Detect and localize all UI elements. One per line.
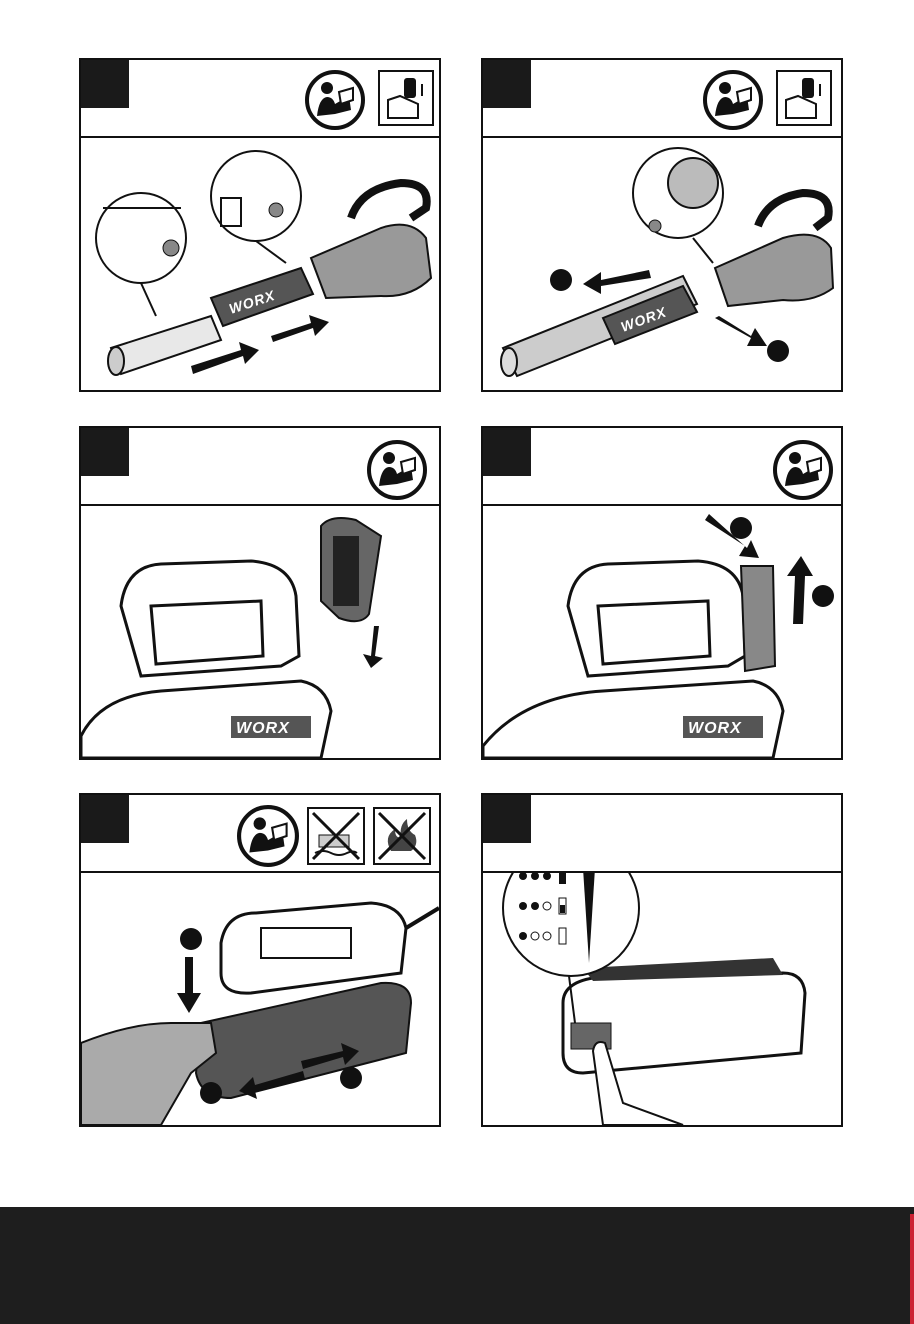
brand-wordmark: WORX (236, 720, 290, 737)
step-number-box (483, 795, 531, 843)
panel-tube-assembly: WORX (79, 58, 441, 392)
footer-band (0, 1207, 914, 1324)
panel-tube-removal: WORX (481, 58, 843, 392)
step-number-box (483, 428, 531, 476)
panel-illustration: WORX (81, 138, 439, 395)
read-manual-icon (305, 70, 365, 130)
panel-header (483, 795, 841, 873)
read-manual-icon (367, 440, 427, 500)
no-fire-icon (373, 807, 431, 865)
panel-header (81, 60, 439, 138)
read-manual-icon (237, 805, 299, 867)
brand-wordmark: WORX (688, 720, 742, 737)
panel-header (483, 60, 841, 138)
no-water-charger-icon (307, 807, 365, 865)
step-marker-1 (550, 269, 572, 291)
panel-illustration (483, 873, 841, 1130)
step-number-box (81, 428, 129, 476)
battery-insert-icon (776, 70, 832, 126)
panel-header (483, 428, 841, 506)
step-number-box (81, 795, 129, 843)
panel-charger (79, 793, 441, 1127)
step-marker-2 (812, 585, 834, 607)
step-number-box (483, 60, 531, 108)
panel-illustration: WORX (483, 506, 841, 763)
panel-header (81, 428, 439, 506)
panel-battery-insert: WORX (79, 426, 441, 760)
panel-header (81, 795, 439, 873)
footer-accent (910, 1214, 914, 1324)
battery-insert-icon (378, 70, 434, 126)
step-marker-2 (200, 1082, 222, 1104)
panel-charge-indicator (481, 793, 843, 1127)
step-marker-1 (180, 928, 202, 950)
step-marker-2 (767, 340, 789, 362)
panel-illustration (81, 873, 439, 1130)
read-manual-icon (773, 440, 833, 500)
panel-illustration: WORX (81, 506, 439, 763)
panel-illustration: WORX (483, 138, 841, 395)
step-marker-1 (730, 517, 752, 539)
step-marker-3 (340, 1067, 362, 1089)
panel-battery-remove: WORX (481, 426, 843, 760)
step-number-box (81, 60, 129, 108)
read-manual-icon (703, 70, 763, 130)
